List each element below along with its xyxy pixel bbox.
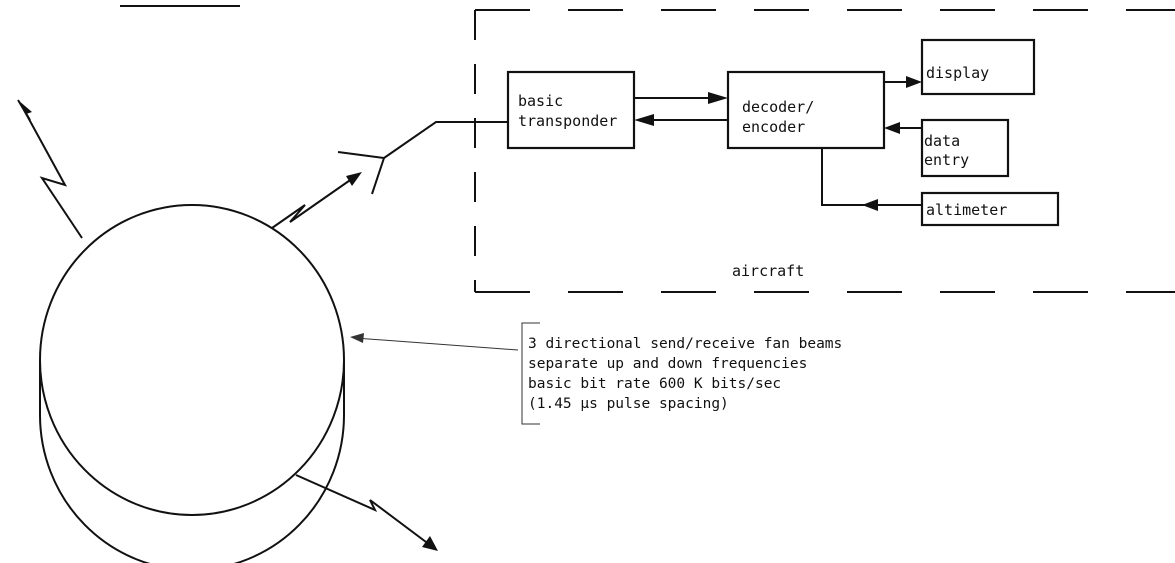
note-line-4: (1.45 µs pulse spacing) (528, 396, 729, 412)
beam-to-aircraft (271, 172, 362, 229)
aircraft-enclosure (474, 9, 1175, 293)
antenna-top-ellipse (39, 204, 345, 516)
ground-antenna (39, 204, 345, 563)
decoder-label: decoder/ encoder (742, 98, 823, 136)
transponder-box (506, 70, 636, 150)
data-entry-label-line1: data (924, 132, 960, 150)
note-line-2: separate up and down frequencies (528, 356, 807, 372)
arrow-from-altimeter (862, 199, 878, 211)
data-entry-box (920, 118, 1010, 178)
display-box (920, 38, 1036, 96)
data-entry-label: data entry (924, 132, 969, 169)
decoder-encoder-box (726, 70, 886, 150)
transponder-label-line2: transponder (518, 112, 617, 130)
decoder-label-line2: encoder (742, 118, 805, 136)
note-leader-line (354, 337, 519, 351)
note-text: 3 directional send/receive fan beams sep… (528, 336, 851, 412)
data-entry-label-line2: entry (924, 151, 969, 169)
altimeter-label-line1: altimeter (926, 201, 1007, 219)
antenna-body (39, 360, 345, 563)
aircraft-antenna (337, 121, 508, 195)
aircraft-label: aircraft (732, 262, 804, 280)
arrow-to-transponder (634, 114, 654, 126)
arrow-to-display (906, 76, 922, 88)
note-bracket (521, 322, 540, 425)
beam-upper-left (17, 99, 83, 239)
altimeter-box (920, 191, 1060, 227)
note-callout (350, 322, 540, 425)
arrow-to-decoder (708, 92, 728, 104)
beam-lower-right (295, 474, 438, 551)
decoder-label-line1: decoder/ (742, 98, 814, 116)
connections (634, 76, 922, 211)
note-line-3: basic bit rate 600 K bits/sec (528, 376, 781, 392)
transponder-label-line1: basic (518, 92, 563, 110)
arrow-from-data-entry (884, 122, 900, 134)
altimeter-label: altimeter (926, 201, 1007, 219)
note-line-1: 3 directional send/receive fan beams (528, 336, 842, 352)
transponder-label: basic transponder (518, 92, 617, 130)
note-leader-arrow (350, 333, 364, 343)
display-label-line1: display (926, 64, 989, 82)
display-label: display (926, 64, 989, 82)
